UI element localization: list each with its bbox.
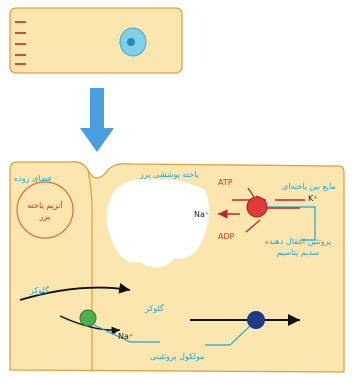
- label-glucose-right: گلوکز: [145, 304, 164, 314]
- label-absorptive-cell: یاخته پوششی پرز: [140, 170, 199, 180]
- label-intestine-space: فضای روده: [14, 174, 51, 184]
- label-cotransport-protein: مولکول پروتئینی: [150, 352, 204, 362]
- label-adp: ADP: [218, 232, 234, 242]
- label-pump-protein: پروتئین انتقال دهنده سدیم پتاسیم: [258, 236, 338, 258]
- label-na-ion-pump: Na⁺: [194, 210, 209, 220]
- label-glucose-left: گلوکز: [30, 286, 49, 296]
- top-cell: [10, 8, 182, 73]
- absorptive-cell: [10, 162, 344, 372]
- label-atp: ATP: [218, 178, 233, 188]
- cotransport-carrier-icon: [80, 310, 96, 326]
- label-k-ion: K⁺: [308, 194, 317, 204]
- label-na-ion-cotransport: Na⁺: [118, 332, 133, 342]
- label-villus-enzyme: آنزیم یاخته پرز: [25, 200, 65, 222]
- down-arrow-icon: [80, 88, 114, 152]
- label-interstitial-fluid: مایع بین یاخته‌ای: [282, 182, 336, 192]
- pump-protein-icon: [247, 197, 267, 217]
